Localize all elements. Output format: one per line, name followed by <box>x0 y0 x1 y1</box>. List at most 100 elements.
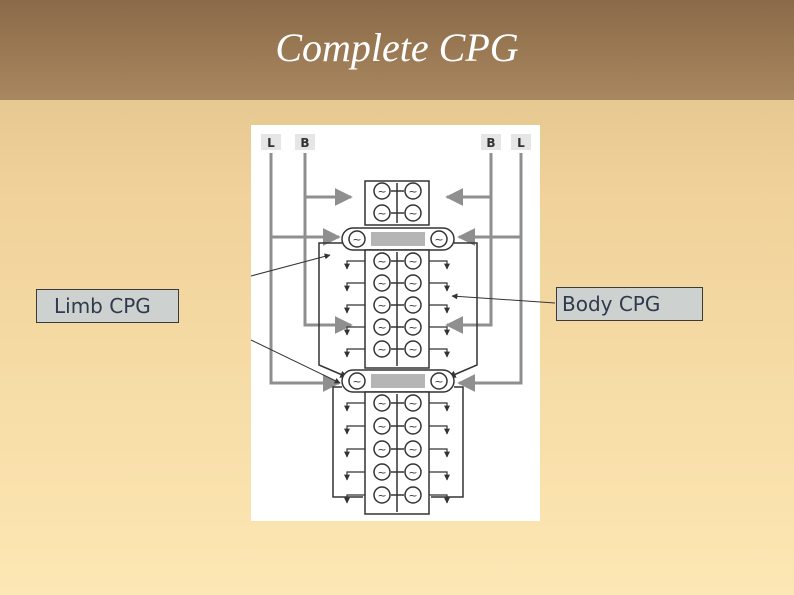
osc-top-right-0-symbol: ~ <box>408 185 417 198</box>
osc-mid-right-4-symbol: ~ <box>408 343 417 356</box>
osc-bot-right-0-symbol: ~ <box>408 397 417 410</box>
loop-right-bot-0 <box>429 402 450 412</box>
osc-bot-left-3-symbol: ~ <box>377 466 386 479</box>
osc-bot-left-1-symbol: ~ <box>377 420 386 433</box>
limb-osc-upper-right <box>430 230 448 248</box>
osc-bot-right-3-symbol: ~ <box>408 466 417 479</box>
osc-bot-left-2 <box>373 440 391 458</box>
loop-left-mid-3 <box>344 326 365 336</box>
osc-mid-right-2-symbol: ~ <box>408 299 417 312</box>
loop-right-mid-4 <box>429 348 450 358</box>
osc-bot-right-4 <box>404 486 422 504</box>
corner-label-right_l: L <box>517 136 525 150</box>
osc-top-left-0-symbol: ~ <box>377 185 386 198</box>
route-left-b-mid <box>303 197 353 334</box>
limb-osc-lower-left-symbol: ~ <box>352 375 361 388</box>
title-band <box>0 0 794 100</box>
osc-bot-right-0 <box>404 394 422 412</box>
osc-bot-left-2-symbol: ~ <box>377 443 386 456</box>
loop-left-mid-2 <box>344 304 365 314</box>
loop-right-bot-1 <box>429 425 450 435</box>
osc-mid-right-0-symbol: ~ <box>408 255 417 268</box>
osc-bot-left-0 <box>373 394 391 412</box>
corner-label-bg-left_b <box>295 134 315 150</box>
loop-left-bot-2 <box>344 448 365 458</box>
osc-mid-right-1-symbol: ~ <box>408 277 417 290</box>
limb-pointer-lower <box>250 339 341 384</box>
corner-label-bg-right_b <box>481 134 501 150</box>
osc-bot-left-3 <box>373 463 391 481</box>
osc-mid-left-3-symbol: ~ <box>377 321 386 334</box>
limb-cpg-lower-bar <box>371 374 425 388</box>
limb-pointer-upper <box>250 253 331 277</box>
corner-label-left_l: L <box>267 136 275 150</box>
osc-top-left-0 <box>373 182 391 200</box>
link-right-upper-lower <box>448 242 478 378</box>
limb-osc-lower-left <box>348 372 366 390</box>
osc-bot-right-1-symbol: ~ <box>408 420 417 433</box>
loop-right-mid-3 <box>429 326 450 336</box>
osc-bot-right-2-symbol: ~ <box>408 443 417 456</box>
osc-mid-left-4-symbol: ~ <box>377 343 386 356</box>
corner-label-right_b: B <box>486 136 495 150</box>
limb-osc-upper-left-symbol: ~ <box>352 233 361 246</box>
osc-bot-left-0-symbol: ~ <box>377 397 386 410</box>
route-left-l-lower <box>269 237 341 392</box>
osc-top-left-1 <box>373 204 391 222</box>
loop-left-bot-0 <box>344 402 365 412</box>
body-pointer <box>451 293 556 304</box>
osc-mid-right-2 <box>404 296 422 314</box>
link-left-upper-lower <box>318 242 348 378</box>
osc-mid-right-4 <box>404 340 422 358</box>
route-right-b-mid <box>445 197 493 334</box>
osc-top-right-1 <box>404 204 422 222</box>
loop-right-lower <box>431 386 464 498</box>
limb-cpg-upper-bar <box>371 232 425 246</box>
loop-left-lower <box>332 386 363 498</box>
limb-osc-lower-right <box>430 372 448 390</box>
osc-mid-left-2-symbol: ~ <box>377 299 386 312</box>
osc-mid-left-1 <box>373 274 391 292</box>
corner-label-bg-left_l <box>261 134 281 150</box>
loop-left-mid-4 <box>344 348 365 358</box>
osc-mid-left-0 <box>373 252 391 270</box>
loop-left-mid-1 <box>344 282 365 292</box>
osc-mid-left-2 <box>373 296 391 314</box>
slide-title: Complete CPG <box>275 25 519 70</box>
loop-right-bot-4 <box>429 494 450 504</box>
route-right-l-lower <box>457 237 523 392</box>
corner-label-bg-right_l <box>511 134 531 150</box>
osc-bot-right-1 <box>404 417 422 435</box>
osc-mid-right-3-symbol: ~ <box>408 321 417 334</box>
osc-bot-left-4-symbol: ~ <box>377 489 386 502</box>
loop-left-bot-3 <box>344 471 365 481</box>
osc-top-left-1-symbol: ~ <box>377 207 386 220</box>
limb-cpg-label: Limb CPG <box>36 289 179 323</box>
loop-left-bot-4 <box>344 494 365 504</box>
limb-osc-upper-right-symbol: ~ <box>434 233 443 246</box>
osc-mid-left-1-symbol: ~ <box>377 277 386 290</box>
loop-left-mid-0 <box>344 260 365 270</box>
loop-right-bot-2 <box>429 448 450 458</box>
body-cpg-label: Body CPG <box>556 287 703 321</box>
limb-osc-lower-right-symbol: ~ <box>434 375 443 388</box>
osc-mid-right-1 <box>404 274 422 292</box>
osc-bot-right-2 <box>404 440 422 458</box>
loop-left-bot-1 <box>344 425 365 435</box>
osc-top-right-0 <box>404 182 422 200</box>
osc-bot-right-4-symbol: ~ <box>408 489 417 502</box>
osc-mid-left-4 <box>373 340 391 358</box>
corner-label-left_b: B <box>300 136 309 150</box>
loop-right-mid-2 <box>429 304 450 314</box>
osc-mid-right-3 <box>404 318 422 336</box>
osc-mid-left-0-symbol: ~ <box>377 255 386 268</box>
limb-osc-upper-left <box>348 230 366 248</box>
osc-mid-right-0 <box>404 252 422 270</box>
osc-mid-left-3 <box>373 318 391 336</box>
loop-right-bot-3 <box>429 471 450 481</box>
osc-bot-left-4 <box>373 486 391 504</box>
osc-bot-right-3 <box>404 463 422 481</box>
loop-right-mid-0 <box>429 260 450 270</box>
